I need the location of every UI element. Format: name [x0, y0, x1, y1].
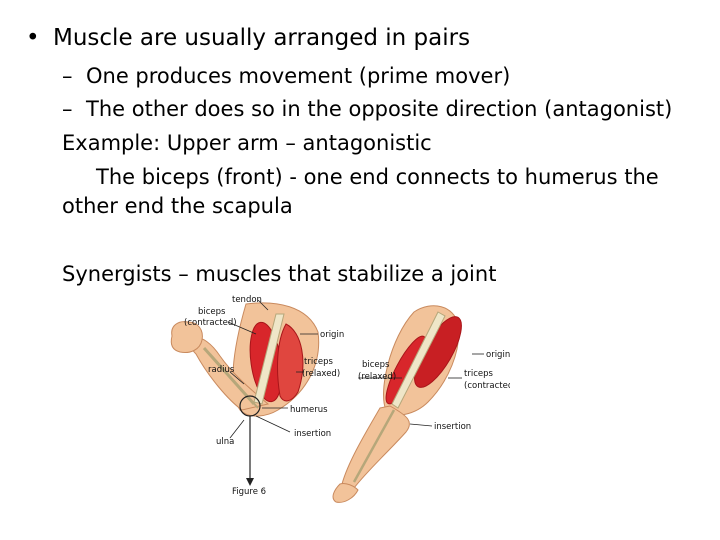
- label-biceps-left-2: (contracted): [184, 318, 237, 328]
- left-arm-illustration: tendon biceps (contracted) origin tricep…: [170, 295, 344, 497]
- arm-muscle-figure: tendon biceps (contracted) origin tricep…: [170, 295, 510, 503]
- bullet-point: • Muscle are usually arranged in pairs: [26, 26, 470, 50]
- insertion-left-leader-line: [255, 415, 291, 433]
- synergists-line: Synergists – muscles that stabilize a jo…: [62, 262, 497, 286]
- dash-symbol: –: [62, 97, 73, 121]
- dash-symbol: –: [62, 64, 73, 88]
- label-triceps-right-2: (contracted): [464, 381, 510, 391]
- label-triceps-left-1: triceps: [304, 357, 333, 367]
- label-origin-right: origin: [486, 350, 510, 360]
- left-triceps-muscle: [277, 323, 304, 402]
- radius-leader-line: [229, 371, 245, 385]
- tendon-leader-line: [257, 299, 269, 311]
- sub-bullet-text: One produces movement (prime mover): [86, 64, 511, 88]
- label-tendon: tendon: [232, 295, 262, 305]
- sub-bullet-prime-mover: –One produces movement (prime mover): [62, 64, 510, 88]
- right-arm-illustration: origin biceps (relaxed) triceps (contrac…: [332, 305, 510, 503]
- label-triceps-right-1: triceps: [464, 369, 493, 379]
- label-origin-left: origin: [320, 330, 344, 340]
- insertion-right-leader-line: [409, 423, 433, 427]
- label-humerus: humerus: [290, 405, 328, 415]
- bullet-symbol: •: [26, 25, 40, 51]
- sub-bullet-antagonist: –The other does so in the opposite direc…: [62, 97, 672, 121]
- biceps-left-leader-line: [227, 321, 257, 335]
- left-pivot-arrowhead: [246, 478, 254, 486]
- ulna-leader-line: [229, 419, 245, 439]
- left-fist: [170, 321, 203, 353]
- right-forearm-bones: [352, 409, 396, 483]
- label-biceps-right-1: biceps: [362, 360, 390, 370]
- label-ulna: ulna: [216, 437, 234, 447]
- label-figure-caption: Figure 6: [232, 487, 266, 497]
- right-hand: [332, 483, 359, 503]
- left-ulna-bone: [209, 353, 259, 409]
- label-insertion-left: insertion: [294, 429, 331, 439]
- label-triceps-left-2: (relaxed): [302, 369, 340, 379]
- label-biceps-right-2: (relaxed): [358, 372, 396, 382]
- sub-bullet-text: The other does so in the opposite direct…: [86, 97, 673, 121]
- biceps-line-1: The biceps (front) - one end connects to…: [96, 165, 659, 189]
- right-humerus-bone: [391, 311, 446, 409]
- label-insertion-right: insertion: [434, 422, 471, 432]
- right-forearm-skin: [341, 405, 410, 492]
- bullet-text: Muscle are usually arranged in pairs: [53, 25, 471, 51]
- label-radius: radius: [208, 365, 235, 375]
- left-humerus-bone: [253, 313, 285, 405]
- biceps-line-2: other end the scapula: [62, 194, 293, 218]
- example-line: Example: Upper arm – antagonistic: [62, 131, 432, 155]
- label-biceps-left-1: biceps: [198, 307, 226, 317]
